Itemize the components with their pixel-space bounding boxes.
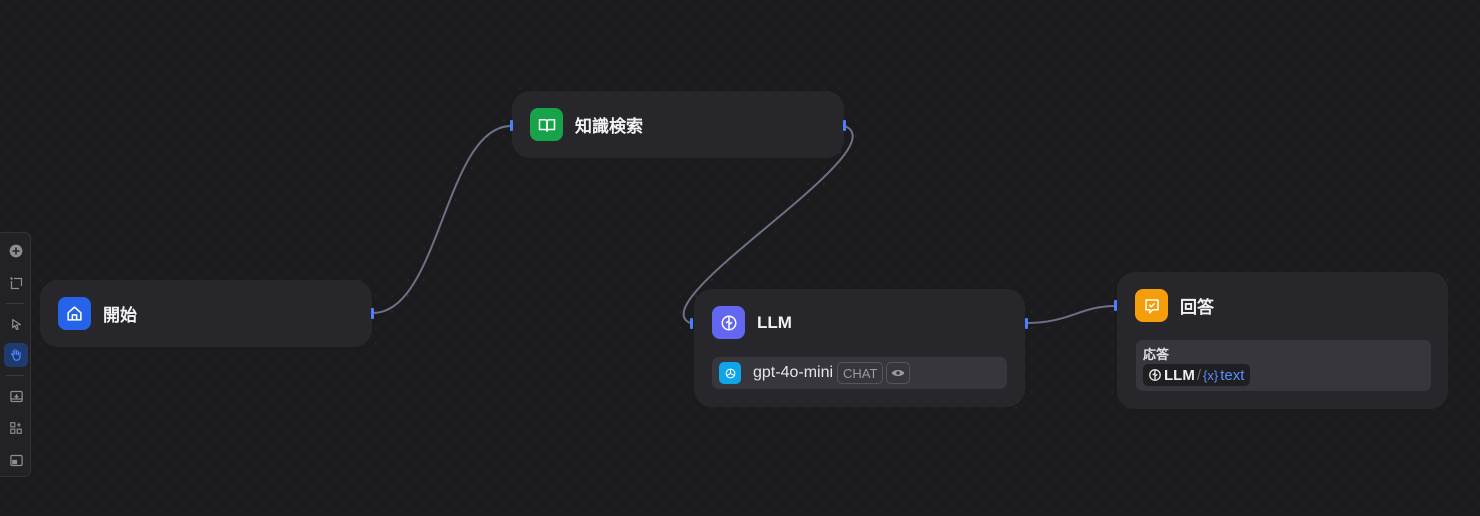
knowledge-node[interactable]: 知識検索 — [510, 91, 846, 158]
add-node-icon[interactable] — [4, 239, 28, 263]
model-selector[interactable]: gpt-4o-mini CHAT — [712, 357, 1007, 389]
answer-node-title: 回答 — [1180, 298, 1214, 317]
start-node[interactable]: 開始 — [40, 280, 374, 347]
canvas-toolbar — [0, 232, 31, 477]
book-icon — [530, 108, 563, 141]
knowledge-input-handle[interactable] — [510, 120, 513, 131]
llm-icon — [712, 306, 745, 339]
model-mode-badge: CHAT — [837, 362, 884, 384]
hand-icon[interactable] — [4, 343, 28, 367]
start-output-handle[interactable] — [371, 308, 374, 319]
edge-llm-answer — [1025, 305, 1116, 324]
answer-field[interactable]: 応答 LLM / {x} text — [1136, 340, 1431, 391]
export-image-icon[interactable] — [4, 384, 28, 408]
variable-icon: {x} — [1203, 367, 1219, 383]
vision-icon — [886, 362, 911, 384]
variable-name: text — [1220, 366, 1245, 384]
llm-node[interactable]: LLM gpt-4o-mini CHAT — [690, 289, 1028, 407]
variable-reference[interactable]: LLM / {x} text — [1143, 364, 1251, 386]
pointer-icon[interactable] — [4, 312, 28, 336]
variable-separator: / — [1196, 366, 1201, 384]
organize-icon[interactable] — [4, 416, 28, 440]
knowledge-output-handle[interactable] — [843, 120, 846, 131]
answer-field-label: 応答 — [1143, 347, 1170, 362]
llm-output-handle[interactable] — [1025, 318, 1028, 329]
add-note-icon[interactable] — [4, 271, 28, 295]
home-icon — [58, 297, 91, 330]
minimap-icon[interactable] — [4, 448, 28, 472]
llm-icon — [1149, 369, 1161, 381]
model-name: gpt-4o-mini — [753, 364, 834, 381]
edge-start-knowledge — [372, 125, 512, 314]
knowledge-node-title: 知識検索 — [575, 117, 643, 136]
message-check-icon — [1135, 289, 1168, 322]
openai-icon — [719, 362, 741, 384]
answer-input-handle[interactable] — [1114, 300, 1117, 311]
edge-knowledge-llm — [682, 125, 854, 324]
answer-node[interactable]: 回答 応答 LLM / {x} text — [1114, 272, 1448, 409]
start-node-title: 開始 — [103, 306, 137, 325]
llm-input-handle[interactable] — [690, 318, 693, 329]
variable-node-name: LLM — [1164, 366, 1195, 384]
llm-node-title: LLM — [757, 312, 792, 332]
